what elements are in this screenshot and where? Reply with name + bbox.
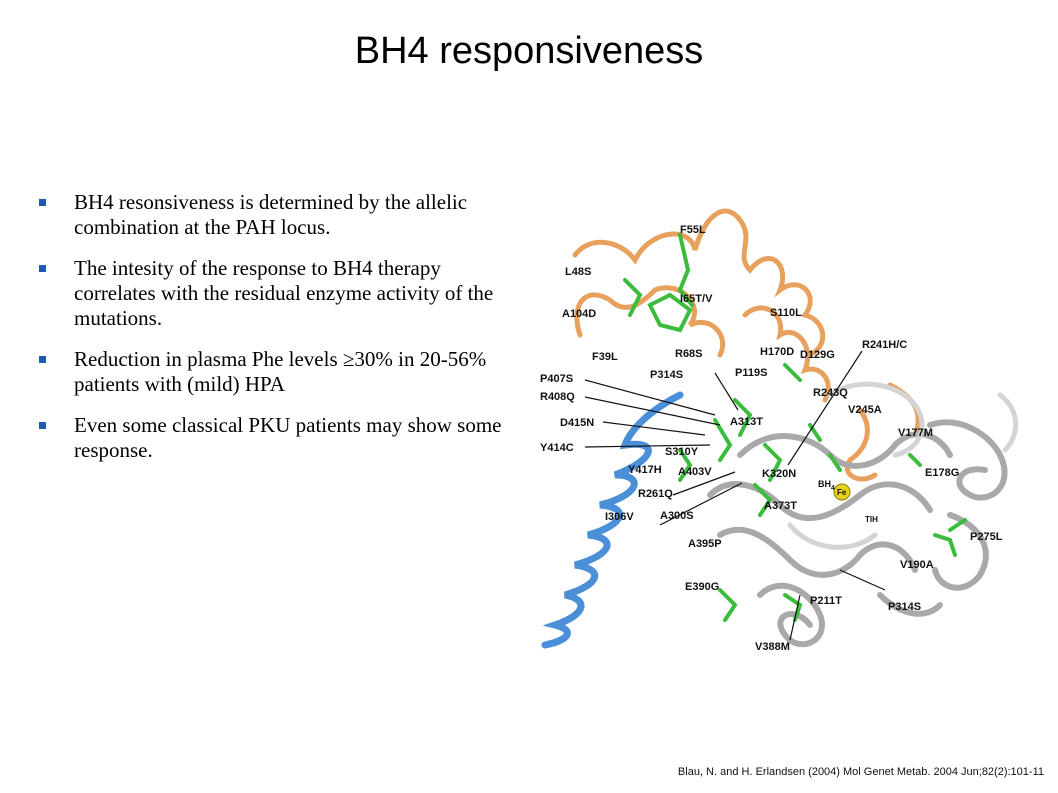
mutation-label: V388M	[755, 641, 790, 653]
mutation-label: Y414C	[540, 442, 574, 454]
mutation-label: P275L	[970, 531, 1003, 543]
mutation-label: L48S	[565, 266, 591, 278]
mutation-label: P211T	[810, 595, 842, 607]
gray-ribbon	[707, 419, 1008, 648]
square-bullet-icon	[39, 265, 46, 272]
square-bullet-icon	[39, 356, 46, 363]
mutation-label: E178G	[925, 467, 959, 479]
mutation-label: S310Y	[665, 446, 699, 458]
mutation-label: D129G	[800, 349, 835, 361]
citation: Blau, N. and H. Erlandsen (2004) Mol Gen…	[677, 766, 1044, 778]
mutation-label: P314S	[888, 601, 921, 613]
square-bullet-icon	[39, 199, 46, 206]
mutation-label: P119S	[735, 367, 767, 379]
mutation-label: S110L	[770, 307, 802, 319]
mutation-label: R243Q	[813, 387, 848, 399]
mutation-label: R68S	[675, 348, 703, 360]
bullet-item: The intesity of the response to BH4 ther…	[36, 256, 516, 331]
bullet-list: BH4 resonsiveness is determined by the a…	[36, 190, 516, 479]
iron-label: Fe	[837, 488, 847, 497]
mutation-label: R241H/C	[862, 339, 907, 351]
bullet-item: BH4 resonsiveness is determined by the a…	[36, 190, 516, 240]
mutation-label: F39L	[592, 351, 618, 363]
mutation-label: F55L	[680, 224, 706, 236]
bullet-text: BH4 resonsiveness is determined by the a…	[74, 190, 468, 239]
mutation-label: E390G	[685, 581, 719, 593]
mutation-label: V245A	[848, 404, 882, 416]
iron-atom-icon	[833, 483, 851, 501]
mutation-label: R261Q	[638, 488, 673, 500]
bullet-text: The intesity of the response to BH4 ther…	[74, 256, 494, 330]
mutation-label: H170D	[760, 346, 794, 358]
mutation-label: A104D	[562, 308, 596, 320]
square-bullet-icon	[39, 422, 46, 429]
light-gray-ribbon	[787, 381, 1019, 550]
mutation-label: A403V	[678, 466, 712, 478]
mutation-label: P407S	[540, 373, 573, 385]
cofactor-subscript: 4	[831, 485, 835, 492]
bullet-text: Even some classical PKU patients may sho…	[74, 413, 502, 462]
mutation-label: A300S	[660, 510, 694, 522]
bullet-item: Even some classical PKU patients may sho…	[36, 413, 516, 463]
mutation-label: R408Q	[540, 391, 575, 403]
mutation-label: A313T	[730, 416, 763, 428]
mutation-label: A373T	[764, 500, 797, 512]
mutation-label: BH4	[818, 479, 835, 492]
mutation-label: V190A	[900, 559, 934, 571]
label-arrows	[584, 350, 886, 641]
mutation-label: K320N	[762, 468, 796, 480]
mutation-label: A395P	[688, 538, 722, 550]
slide-title: BH4 responsiveness	[354, 30, 704, 72]
mutation-label: P314S	[650, 369, 683, 381]
blue-helix-ribbon	[541, 391, 684, 649]
mutation-label: I65T/V	[680, 293, 713, 305]
cofactor-label: BH	[818, 479, 831, 489]
green-side-chains	[623, 233, 967, 622]
bullet-text: Reduction in plasma Phe levels ≥30% in 2…	[74, 347, 487, 396]
mutation-label: D415N	[560, 417, 594, 429]
pah-ribbon-diagram: F55L L48S I65T/V A104D S110L F39L R68S H…	[540, 208, 1019, 653]
cofactor-label: TIH	[865, 515, 878, 524]
mutation-label: V177M	[898, 427, 933, 439]
mutation-label: I306V	[605, 511, 634, 523]
mutation-label: Y417H	[628, 464, 662, 476]
bullet-item: Reduction in plasma Phe levels ≥30% in 2…	[36, 347, 516, 397]
protein-structure-figure: F55L L48S I65T/V A104D S110L F39L R68S H…	[530, 195, 1040, 670]
